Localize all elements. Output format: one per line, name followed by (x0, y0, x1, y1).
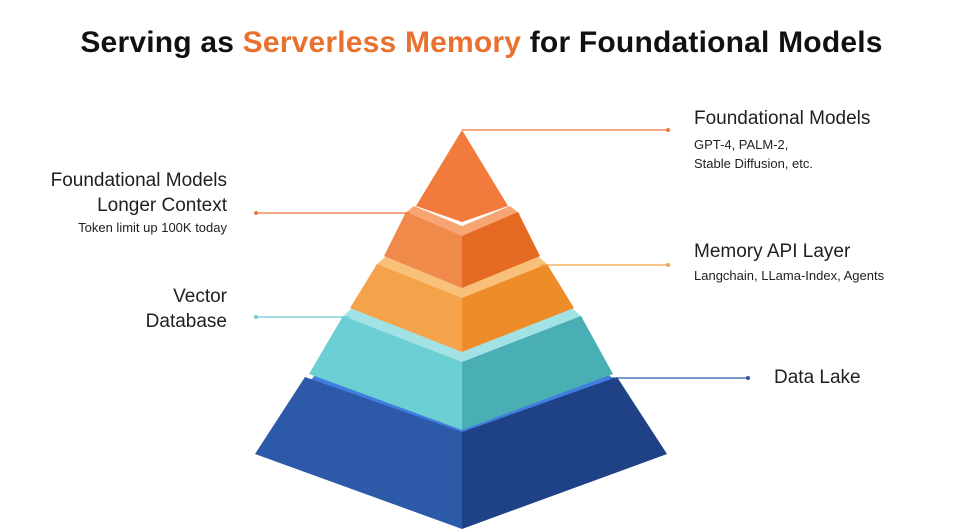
title-suffix: for Foundational Models (521, 26, 883, 59)
tier3-top-rim (375, 256, 549, 298)
label-longer-context-title-1: Foundational Models (50, 170, 227, 191)
label-vector-database: Vector Database (10, 284, 227, 334)
tier4-right-face (462, 316, 613, 430)
tier2-left-face (384, 212, 462, 288)
pyramid-tier-foundational-models (416, 130, 508, 222)
label-longer-context-title-2: Longer Context (97, 195, 227, 216)
pyramid-tier-longer-context (384, 206, 540, 288)
connector-right-4 (610, 376, 750, 380)
label-memory-api-layer-sub: Langchain, LLama-Index, Agents (694, 268, 885, 283)
connector-top-right (462, 128, 670, 132)
tier1-apex (416, 130, 508, 222)
title-accent: Serverless Memory (242, 26, 522, 59)
connector-left-1 (254, 211, 410, 215)
tier3-right-face (462, 264, 574, 352)
label-memory-api-layer-title: Memory API Layer (694, 241, 851, 262)
title-prefix: Serving as (80, 26, 243, 59)
tier2-right-face (462, 212, 540, 288)
label-data-lake-title: Data Lake (774, 367, 861, 388)
tier4-left-face (309, 316, 462, 430)
page-title: Serving as Serverless Memory for Foundat… (0, 26, 963, 60)
connector-right-2 (540, 263, 670, 267)
label-foundational-models-examples-1: GPT-4, PALM-2, (694, 137, 789, 152)
label-memory-api-layer: Memory API Layer Langchain, LLama-Index,… (694, 239, 884, 285)
label-longer-context-sub: Token limit up 100K today (78, 220, 227, 235)
label-data-lake: Data Lake (774, 365, 861, 390)
tier5-right-face (462, 377, 667, 529)
label-foundational-models-title: Foundational Models (694, 108, 871, 129)
label-longer-context: Foundational Models Longer Context Token… (10, 168, 227, 237)
tier2-top-rim (404, 206, 520, 236)
label-vector-database-title-2: Database (145, 311, 227, 332)
label-vector-database-title-1: Vector (173, 286, 227, 307)
tier3-left-face (350, 264, 462, 352)
connector-left-3 (254, 315, 350, 319)
label-foundational-models-examples-2: Stable Diffusion, etc. (694, 156, 813, 171)
pyramid-tier-memory-api (350, 256, 574, 352)
label-foundational-models: Foundational Models GPT-4, PALM-2, Stabl… (694, 106, 870, 173)
tier5-left-face (255, 377, 462, 529)
